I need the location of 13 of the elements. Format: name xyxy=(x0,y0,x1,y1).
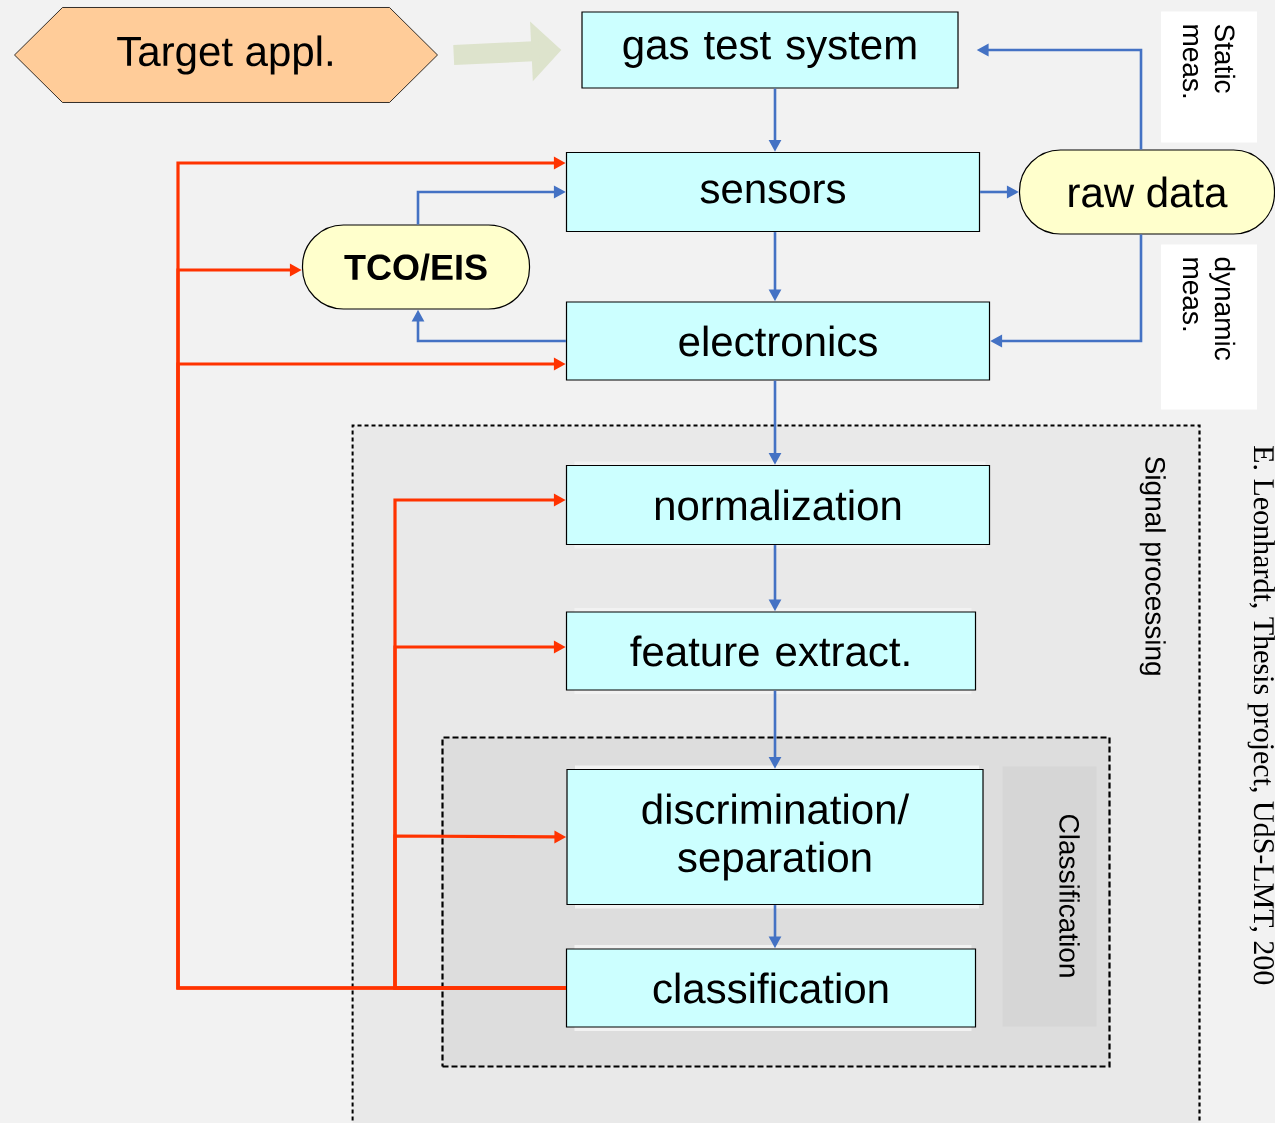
credit-text: E. Leonhardt, Thesis project, UdS-LMT, 200 xyxy=(1247,446,1275,985)
process-box: feature extract. xyxy=(565,608,977,694)
process-box: sensors xyxy=(565,148,981,236)
data-terminal: raw data xyxy=(1018,149,1275,235)
note-box: dynamic meas. xyxy=(1161,244,1257,410)
process-box: electronics xyxy=(565,298,991,384)
process-box: discrimination/ separation xyxy=(566,765,984,909)
process-box: normalization xyxy=(565,461,991,549)
process-box: classification xyxy=(565,945,977,1031)
process-box: gas test system xyxy=(581,8,959,92)
target-hexagon: Target appl. xyxy=(14,7,438,103)
data-terminal: TCO/EIS xyxy=(301,224,531,310)
note-box: Static meas. xyxy=(1161,11,1257,143)
